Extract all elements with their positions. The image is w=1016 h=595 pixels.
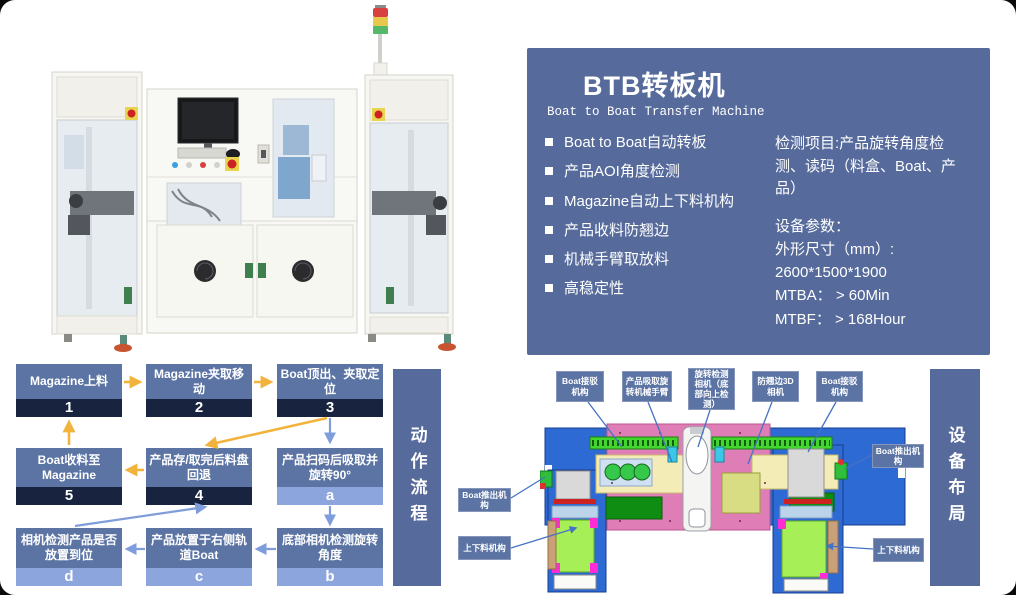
bullet-square-icon	[545, 167, 553, 176]
signal-tower-icon	[373, 5, 388, 86]
params-title: 设备参数：	[775, 217, 851, 235]
callout-rotation-camera: 旋转检测相机（底部向上检测）	[688, 368, 735, 410]
feature-item: 机械手臂取放料	[545, 250, 757, 270]
feature-item: Boat to Boat自动转板	[545, 133, 757, 153]
flow-step-d: 相机检测产品是否放置到位 d	[16, 528, 122, 586]
flow-step-5: Boat收料至Magazine 5	[16, 448, 122, 505]
page-subtitle: Boat to Boat Transfer Machine	[547, 105, 765, 119]
feature-item: 产品收料防翘边	[545, 221, 757, 241]
callout-boat-push-right: Boat推出机构	[872, 444, 924, 468]
left-tower	[51, 71, 143, 335]
callout-loader-right: 上下料机构	[873, 538, 924, 562]
step-letter-badge: d	[16, 568, 122, 586]
specs-column: 检测项目:产品旋转角度检测、读码（料盒、Boat、产品） 设备参数： 外形尺寸（…	[775, 133, 972, 331]
flow-step-1: Magazine上料 1	[16, 364, 122, 417]
detection-items: 检测项目:产品旋转角度检测、读码（料盒、Boat、产品）	[775, 135, 956, 197]
step-letter-badge: c	[146, 568, 252, 586]
step-number-badge: 1	[16, 399, 122, 417]
param-line: MTBF： > 168Hour	[775, 310, 906, 328]
feature-list: Boat to Boat自动转板 产品AOI角度检测 Magazine自动上下料…	[545, 133, 757, 331]
section-label-action-flow: 动作流程	[393, 369, 441, 586]
bullet-square-icon	[545, 138, 553, 146]
callout-3d-camera: 防翘边3D相机	[752, 371, 799, 402]
bullet-square-icon	[545, 284, 553, 293]
machine-photo	[51, 5, 456, 352]
feature-item: 高稳定性	[545, 279, 757, 299]
param-line: MTBA： > 60Min	[775, 287, 890, 305]
flow-step-4: 产品存/取完后料盘回退 4	[146, 448, 252, 505]
flow-step-2: Magazine夹取移动 2	[146, 364, 252, 417]
flow-step-c: 产品放置于右侧轨道Boat c	[146, 528, 252, 586]
flow-step-a: 产品扫码后吸取并旋转90° a	[277, 448, 383, 505]
step-number-badge: 3	[277, 399, 383, 417]
center-cabinet	[146, 88, 358, 334]
step-number-badge: 2	[146, 399, 252, 417]
bullet-square-icon	[545, 255, 553, 263]
bullet-square-icon	[545, 196, 553, 205]
callout-loader-left: 上下料机构	[458, 536, 511, 560]
step-number-badge: 5	[16, 487, 122, 505]
callout-boat-dock-left: Boat接驳机构	[556, 371, 604, 402]
section-label-equipment-layout: 设备布局	[930, 369, 980, 586]
callout-pick-rotate-arm: 产品吸取旋转机械手臂	[622, 371, 672, 402]
flow-step-b: 底部相机检测旋转角度 b	[277, 528, 383, 586]
device-params: 设备参数： 外形尺寸（mm）: 2600*1500*1900 MTBA： > 6…	[775, 215, 972, 331]
info-panel: BTB转板机 Boat to Boat Transfer Machine Boa…	[527, 48, 990, 355]
feature-item: 产品AOI角度检测	[545, 162, 757, 182]
page-title: BTB转板机	[583, 71, 726, 101]
fan-grille-icon	[194, 260, 314, 282]
step-number-badge: 4	[146, 487, 252, 505]
callout-boat-dock-right: Boat接驳机构	[816, 371, 863, 402]
right-tower	[364, 74, 454, 335]
callout-boat-push-left: Boat推出机构	[458, 488, 511, 512]
flow-step-3: Boat顶出、夹取定位 3	[277, 364, 383, 417]
machine-feet	[64, 334, 456, 352]
param-line: 2600*1500*1900	[775, 264, 887, 281]
step-letter-badge: a	[277, 487, 383, 505]
bullet-square-icon	[545, 225, 553, 234]
step-letter-badge: b	[277, 568, 383, 586]
param-line: 外形尺寸（mm）:	[775, 240, 895, 258]
equipment-layout-diagram	[540, 423, 906, 594]
feature-item: Magazine自动上下料机构	[545, 192, 757, 212]
